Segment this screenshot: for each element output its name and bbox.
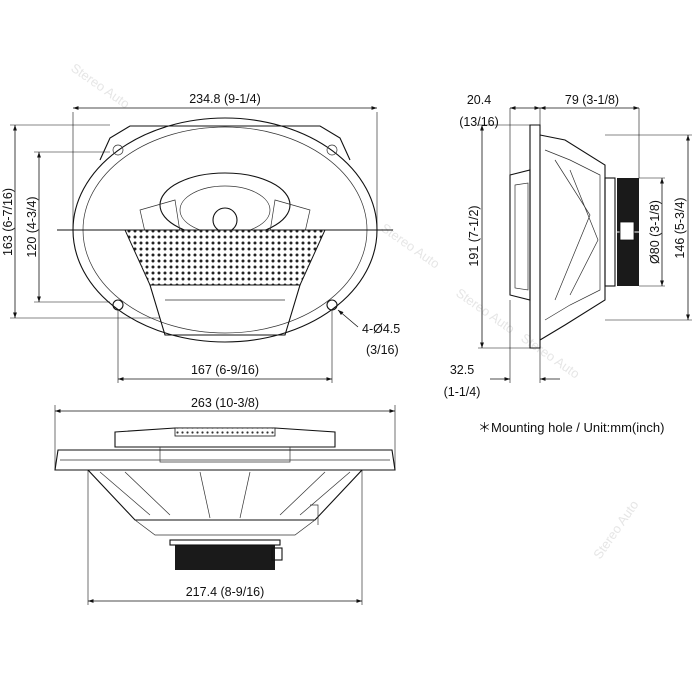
- front-grille-mesh: [124, 229, 326, 286]
- leader-mount-hole: [337, 309, 359, 328]
- top-basket-rib: [279, 471, 326, 516]
- side-grille-dome: [509, 169, 531, 301]
- top-grille-mesh: [174, 427, 276, 437]
- mount-hole-spec: 4-Ø4.5: [362, 322, 400, 336]
- top-magnet-label: [271, 547, 283, 561]
- watermark-group: Stereo Auto Stereo Auto Stereo Auto Ster…: [68, 60, 641, 562]
- dim-bottom-width: 217.4 (8-9/16): [186, 585, 265, 599]
- dim-side-total: 146 (5-3/4): [673, 197, 687, 258]
- side-magnet-label: [619, 221, 635, 241]
- top-basket: [86, 469, 364, 521]
- dim-magnet-dia: Ø80 (3-1/8): [648, 200, 662, 264]
- mount-hole-spec-inch: (3/16): [366, 343, 399, 357]
- side-basket-rib: [554, 159, 591, 301]
- dim-top-width: 263 (10-3/8): [191, 396, 259, 410]
- dim-side-depth: 79 (3-1/8): [565, 93, 619, 107]
- dim-side-cutout: 191 (7-1/2): [467, 205, 481, 266]
- top-basket-rib: [99, 471, 151, 516]
- side-basket-inner: [544, 149, 601, 321]
- front-tweeter: [212, 207, 238, 233]
- side-basket-rib: [569, 169, 599, 296]
- top-basket-bottom: [134, 519, 316, 536]
- top-view: 263 (10-3/8) 217.4 (8-9/16): [54, 396, 396, 605]
- front-mount-hole-left: [112, 299, 124, 311]
- watermark-text: Stereo Auto: [453, 285, 517, 336]
- front-top-flange: [99, 125, 351, 161]
- watermark-text: Stereo Auto: [68, 60, 132, 111]
- dim-hole-spacing: 167 (6-9/16): [191, 363, 259, 377]
- dim-front-offset-in: (1-1/4): [444, 385, 481, 399]
- front-top-right-hole: [326, 144, 338, 156]
- top-basket-rib: [299, 471, 351, 516]
- front-tweeter-housing: [179, 185, 271, 235]
- dim-side-flange-mm: 20.4: [467, 93, 491, 107]
- front-view: 234.8 (9-1/4) 163 (6-7/16) 120 (4-3/4) 1…: [1, 92, 400, 383]
- side-front-flange: [529, 124, 541, 349]
- unit-note: ＊Mounting hole / Unit:mm(inch): [478, 420, 664, 435]
- top-basket-rib: [199, 471, 211, 519]
- top-magnet-plate: [169, 539, 281, 546]
- front-lower-housing: [149, 284, 301, 336]
- front-mount-hole-right: [326, 299, 338, 311]
- side-view: 20.4 (13/16) 79 (3-1/8) 191 (7-1/2) Ø80 …: [444, 93, 692, 399]
- dim-front-height-outer: 163 (6-7/16): [1, 188, 15, 256]
- top-magnet: [175, 545, 275, 570]
- watermark-text: Stereo Auto: [518, 330, 582, 381]
- top-basket-rib: [239, 471, 251, 519]
- dim-front-height-inner: 120 (4-3/4): [25, 196, 39, 257]
- dim-front-width: 234.8 (9-1/4): [189, 92, 261, 106]
- dim-side-flange-in: (13/16): [459, 115, 499, 129]
- side-grille-inner: [514, 182, 529, 291]
- top-grille-step: [159, 447, 291, 463]
- top-terminal: [310, 504, 319, 525]
- side-basket: [539, 134, 606, 341]
- front-top-left-hole: [112, 144, 124, 156]
- top-basket-rib: [124, 471, 171, 516]
- dim-front-offset-mm: 32.5: [450, 363, 474, 377]
- watermark-text: Stereo Auto: [378, 220, 442, 271]
- side-magnet-plate: [604, 177, 616, 287]
- watermark-text: Stereo Auto: [590, 497, 641, 561]
